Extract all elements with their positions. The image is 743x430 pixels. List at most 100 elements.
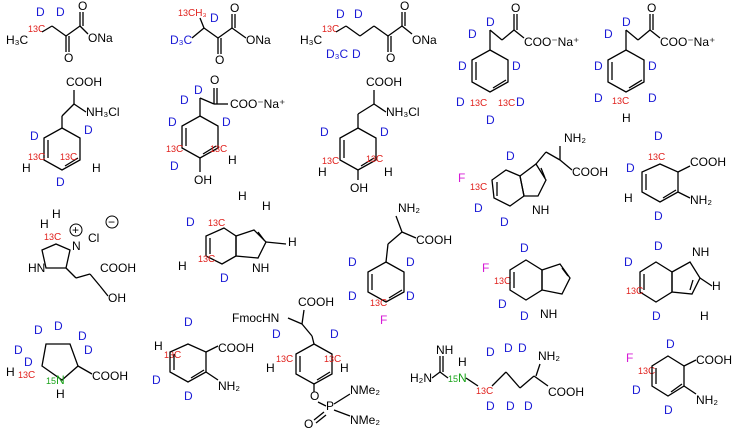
deuterium-label: D — [34, 323, 43, 337]
hydrogen-label: H — [154, 339, 163, 353]
compound-urocanic-acid: H 13C + Cl − N HN COOH OH H — [28, 207, 136, 305]
hydrogen-label: H — [262, 199, 271, 213]
c13-label: 13C — [18, 370, 35, 381]
oxygen-label: O — [386, 51, 395, 65]
deuterium-label: D — [654, 129, 663, 143]
oxygen-label: O — [400, 0, 409, 13]
c13-label: 13C — [276, 354, 293, 365]
hydrogen-label: H — [178, 259, 187, 273]
compound-indole-2: D D NH H 13C D H — [624, 239, 721, 323]
deuterium-label: D — [500, 215, 509, 229]
deuterium-label: D — [468, 27, 477, 41]
compound-oxohexanoate: H₃C 13C D D D₃C D O O ONa — [300, 0, 437, 65]
compound-phenylpyruvate-1: D D O COO⁻Na⁺ D D 13C 13C D D D — [456, 1, 579, 127]
fmoc-label: FmocHN — [232, 311, 279, 325]
deuterium-label: D — [664, 403, 673, 417]
nh2-label: NH₂ — [218, 379, 240, 393]
c13-label: 13C — [44, 232, 61, 243]
oxygen-label: O — [647, 1, 656, 15]
n15-label: 15N — [448, 371, 467, 385]
deuterium-label: D — [594, 59, 603, 73]
compound-methyl-oxobutanoate: 13CH₃ D₃C D O O ONa — [170, 1, 271, 67]
deuterium-label: D — [648, 91, 657, 105]
deuterium-label: D — [624, 255, 633, 269]
deuterium-label: D — [506, 399, 515, 413]
c13-label: 13C — [370, 298, 387, 309]
oxygen-label: O — [64, 51, 73, 65]
c13-label: 13C — [28, 24, 45, 35]
deuterium-label: D — [184, 315, 193, 329]
oxygen-label: O — [310, 389, 319, 403]
deuterium-label: D — [84, 123, 93, 137]
hydrogen-label: H — [266, 361, 275, 375]
cooh-label: COOH — [92, 369, 128, 383]
nh-label: NH — [532, 203, 549, 217]
compound-phenylalanine-hcl: COOH NH₃Cl D D 13C 13C H H D — [22, 75, 120, 189]
nh3cl-label: NH₃Cl — [86, 105, 120, 119]
deuterium-label: D — [272, 327, 281, 341]
nh2-label: NH₂ — [696, 393, 718, 407]
deuterium-label: D — [666, 337, 675, 351]
deuterium-label: D — [520, 309, 529, 323]
coo-na-label: COO⁻Na⁺ — [660, 35, 715, 49]
c13-label: 13C — [494, 276, 511, 287]
deuterium-label: D — [406, 289, 415, 303]
deuterium-label: D — [518, 341, 527, 355]
cooh-label: COOH — [416, 233, 452, 247]
hydrogen-label: H — [6, 365, 15, 379]
deuterium-label: D — [626, 161, 635, 175]
deuterium-label: D — [170, 159, 179, 173]
hydrogen-label: H — [700, 309, 709, 323]
c13-label: 13C — [208, 218, 225, 229]
deuterium-label: D — [36, 5, 45, 19]
c13-label: 13C — [366, 154, 383, 165]
nh-label: NH — [252, 261, 269, 275]
h3c-label: H₃C — [6, 33, 29, 47]
deuterium-label: D — [458, 59, 467, 73]
c13-label: 13C — [164, 350, 181, 361]
deuterium-label: D — [168, 115, 177, 129]
nme2-label: NMe₂ — [350, 413, 380, 427]
cooh-label: COOH — [548, 385, 584, 399]
c13-label: 13C — [470, 98, 487, 109]
nh2-label: NH₂ — [690, 193, 712, 207]
deuterium-label: D — [180, 93, 189, 107]
nh3cl-label: NH₃Cl — [386, 105, 420, 119]
deuterium-label: D — [210, 11, 219, 25]
cooh-label: COOH — [690, 155, 726, 169]
deuterium-label: D — [14, 343, 23, 357]
c13-label: 13C — [612, 96, 629, 107]
compound-anthranilic-acid-2: D H 13C COOH NH₂ D D — [152, 315, 254, 403]
cl-label: Cl — [88, 231, 99, 245]
cooh-label: COOH — [66, 75, 102, 89]
compound-fluorotryptophan: NH₂ COOH D F 13C D D NH — [458, 131, 608, 229]
c13-label: 13C — [166, 144, 183, 155]
deuterium-label: D — [24, 355, 33, 369]
c13-label: 13C — [322, 24, 339, 35]
deuterium-label: D — [152, 373, 161, 387]
deuterium-label: D — [512, 59, 521, 73]
fluorine-label: F — [380, 313, 387, 327]
hydrogen-label: H — [318, 165, 327, 179]
oxygen-label: O — [304, 417, 313, 430]
deuterium-label: D — [320, 125, 329, 139]
phosphorus-label: P — [326, 399, 334, 413]
cooh-label: COOH — [298, 295, 334, 309]
deuterium-label: D — [622, 15, 631, 29]
hn-label: HN — [28, 261, 45, 275]
deuterium-label: D — [78, 329, 87, 343]
deuterium-label: D — [486, 345, 495, 359]
hydrogen-label: H — [40, 217, 49, 231]
deuterium-label: D — [348, 289, 357, 303]
c13-label: 13CH₃ — [178, 8, 207, 19]
compound-tyrosine-hcl: COOH NH₃Cl D D 13C 13C H H OH — [318, 75, 420, 195]
deuterium-label: D — [330, 327, 339, 341]
nh-label: NH — [540, 307, 557, 321]
compound-phenylpyruvate-2: D D O COO⁻Na⁺ D D D D 13C H — [594, 1, 715, 125]
deuterium-label: D — [380, 125, 389, 139]
deuterium-label: D — [336, 7, 345, 21]
coo-na-label: COO⁻Na⁺ — [524, 35, 579, 49]
compound-fluoroindole: D F 13C D D NH — [482, 241, 571, 323]
deuterium-label: D — [220, 271, 229, 285]
